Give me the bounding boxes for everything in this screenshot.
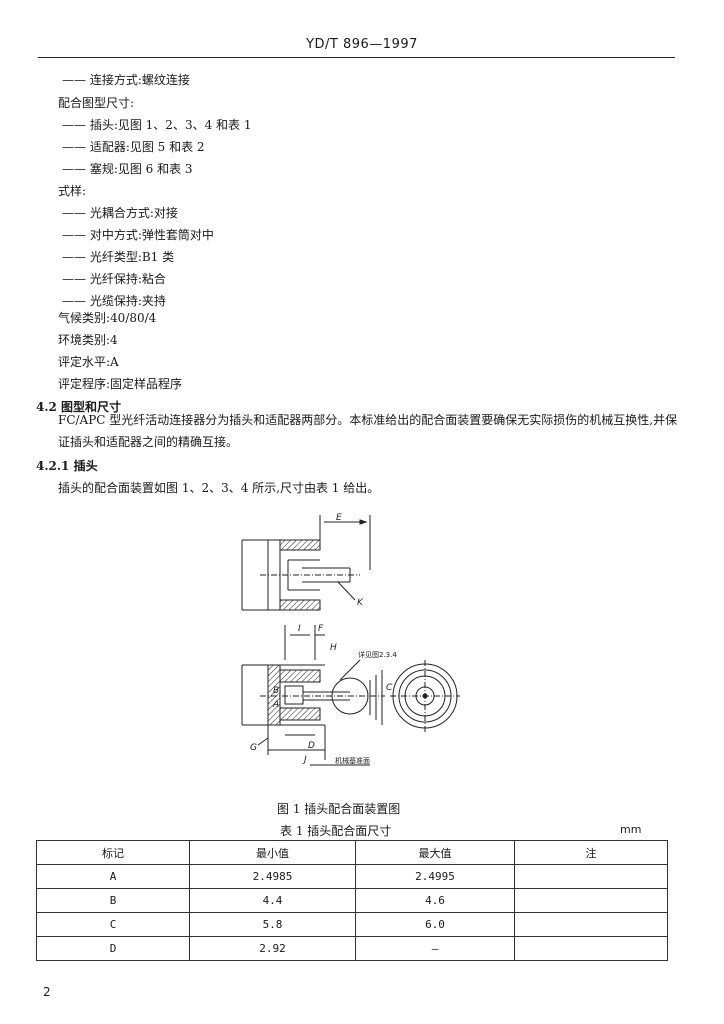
paragraph-4-2: FC/APC 型光纤活动连接器分为插头和适配器两部分。本标准给出的配合面装置要确… xyxy=(58,413,678,449)
column-header: 最大值 xyxy=(355,840,515,865)
label-B: B xyxy=(273,686,279,696)
spec-item: 式样: xyxy=(58,184,87,198)
column-header: 标记 xyxy=(36,840,190,865)
figure-caption: 图 1 插头配合面装置图 xyxy=(277,802,401,816)
label-D: D xyxy=(308,741,315,751)
table-cell: B xyxy=(36,888,190,913)
table-unit: mm xyxy=(620,823,642,836)
table-cell xyxy=(514,936,668,961)
section-heading-4-2-1: 4.2.1 插头 xyxy=(36,459,98,473)
table-cell xyxy=(514,864,668,889)
table-cell xyxy=(514,912,668,937)
header-rule xyxy=(38,57,675,58)
label-J: J xyxy=(302,755,307,765)
spec-item: —— 对中方式:弹性套筒对中 xyxy=(62,228,214,242)
label-E: E xyxy=(336,513,342,523)
column-header: 最小值 xyxy=(189,840,356,865)
label-K: K xyxy=(357,598,364,608)
spec-item: —— 光缆保持:夹持 xyxy=(62,294,166,308)
plug-mating-figure: E K I F H G D J B A C 详见图2.3.4 机械基准面 xyxy=(241,513,460,766)
page-number: 2 xyxy=(43,985,51,999)
table-cell: 2.4995 xyxy=(355,864,515,889)
table-cell: 2.92 xyxy=(189,936,356,961)
table-cell: D xyxy=(36,936,190,961)
table-header-row: 标记 最小值 最大值 注 xyxy=(36,840,668,865)
table-cell: 6.0 xyxy=(355,912,515,937)
column-header: 注 xyxy=(514,840,668,865)
spec-item: —— 光纤保持:粘合 xyxy=(62,272,166,286)
table-caption: 表 1 插头配合面尺寸 xyxy=(280,824,392,838)
paragraph-4-2-1: 插头的配合面装置如图 1、2、3、4 所示,尺寸由表 1 给出。 xyxy=(58,481,380,495)
label-A: A xyxy=(272,700,279,710)
table-cell: 2.4985 xyxy=(189,864,356,889)
table-cell: — xyxy=(355,936,515,961)
table-cell: C xyxy=(36,912,190,937)
spec-item: —— 光耦合方式:对接 xyxy=(62,206,178,220)
spec-item: 评定程序:固定样品程序 xyxy=(58,377,183,391)
spec-item: 环境类别:4 xyxy=(58,333,118,347)
label-I: I xyxy=(298,624,301,634)
table-cell: A xyxy=(36,864,190,889)
label-H: H xyxy=(330,643,337,653)
table-cell: 5.8 xyxy=(189,912,356,937)
label-C: C xyxy=(386,683,393,693)
document-header: YD/T 896—1997 xyxy=(306,37,418,52)
detail-note: 详见图2.3.4 xyxy=(358,650,397,659)
spec-item: —— 插头:见图 1、2、3、4 和表 1 xyxy=(62,118,252,132)
spec-item: 配合图型尺寸: xyxy=(58,96,135,110)
spec-item: —— 适配器:见图 5 和表 2 xyxy=(62,140,205,154)
spec-item: —— 连接方式:螺纹连接 xyxy=(62,73,190,87)
plug-section-view xyxy=(241,625,385,766)
plug-end-view xyxy=(390,660,460,732)
spec-item: —— 塞规:见图 6 和表 3 xyxy=(62,162,193,176)
spec-item: —— 光纤类型:B1 类 xyxy=(62,250,175,264)
label-F: F xyxy=(318,624,324,634)
plug-side-view xyxy=(241,515,371,611)
table-cell: 4.6 xyxy=(355,888,515,913)
table-cell xyxy=(514,888,668,913)
reference-plane-label: 机械基准面 xyxy=(335,756,370,765)
spec-item: 气候类别:40/80/4 xyxy=(58,311,157,325)
section-heading-4-2: 4.2 图型和尺寸 xyxy=(36,400,122,414)
table-cell: 4.4 xyxy=(189,888,356,913)
label-G: G xyxy=(250,743,257,753)
spec-item: 评定水平:A xyxy=(58,355,119,369)
